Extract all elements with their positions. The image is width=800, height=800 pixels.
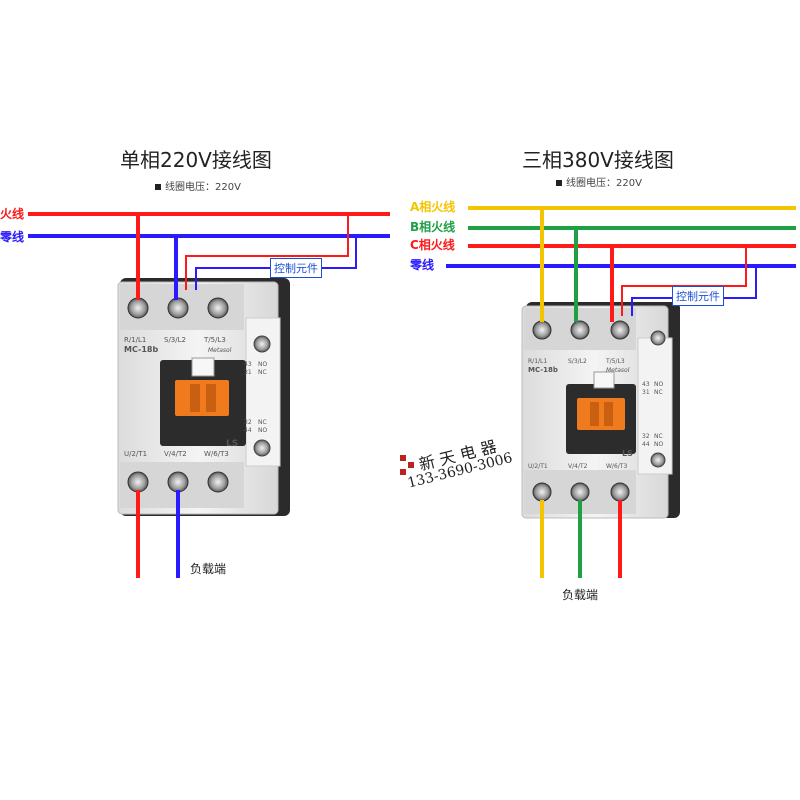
left-contactor: R/1/L1 S/3/L2 T/5/L3 MC-18b Metasol U/2/… [117,278,290,516]
terminal-label: S/3/L2 [164,336,186,344]
svg-text:31: 31 [642,389,650,396]
left-neutral-label: 零线 [0,230,25,244]
svg-text:Metasol: Metasol [606,367,630,374]
svg-text:T/5/L3: T/5/L3 [605,358,625,365]
svg-text:S/3/L2: S/3/L2 [568,358,587,365]
right-control-element: 控制元件 [672,286,724,306]
ls-logo: LS [226,439,238,449]
right-a-label: A相火线 [410,200,456,214]
svg-text:NC: NC [258,369,267,376]
model-label: MC-18b [124,345,158,354]
svg-text:MC-18b: MC-18b [528,366,558,374]
terminal-label: R/1/L1 [124,336,146,344]
left-control-element: 控制元件 [270,258,322,278]
svg-text:NC: NC [654,433,663,440]
svg-text:W/6/T3: W/6/T3 [606,463,627,470]
right-title: 三相380V接线图 [522,148,674,172]
left-coil-note: 线圈电压：220V [155,178,241,193]
terminal-label: W/6/T3 [204,450,229,458]
svg-text:31: 31 [244,369,252,376]
svg-text:LS: LS [622,449,633,458]
svg-text:NC: NC [654,389,663,396]
svg-text:NO: NO [654,441,663,448]
svg-text:NO: NO [258,427,267,434]
right-contactor: R/1/L1 S/3/L2 T/5/L3 MC-18b Metasol U/2/… [521,302,680,519]
right-neutral-label: 零线 [410,258,435,272]
svg-text:NO: NO [258,361,267,368]
svg-text:32: 32 [244,419,252,426]
left-title: 单相220V接线图 [120,148,272,172]
svg-text:R/1/L1: R/1/L1 [528,358,547,365]
svg-text:43: 43 [244,361,252,368]
svg-text:NO: NO [654,381,663,388]
stamp-mark [400,455,414,475]
left-wires [28,212,390,578]
left-load-label: 负载端 [190,562,227,576]
right-b-label: B相火线 [410,220,456,234]
terminal-label: V/4/T2 [164,450,187,458]
right-load-label: 负载端 [562,588,599,602]
svg-text:43: 43 [642,381,650,388]
right-coil-note: 线圈电压：220V [556,174,642,189]
right-wires [446,206,796,578]
right-c-label: C相火线 [410,238,455,252]
svg-text:44: 44 [244,427,252,434]
svg-text:U/2/T1: U/2/T1 [528,463,548,470]
svg-text:V/4/T2: V/4/T2 [568,463,588,470]
svg-text:44: 44 [642,441,650,448]
left-live-label: 火线 [0,207,25,221]
svg-text:32: 32 [642,433,650,440]
terminal-label: T/5/L3 [203,336,226,344]
brand-label: Metasol [208,347,232,354]
svg-text:NC: NC [258,419,267,426]
terminal-label: U/2/T1 [124,450,147,458]
